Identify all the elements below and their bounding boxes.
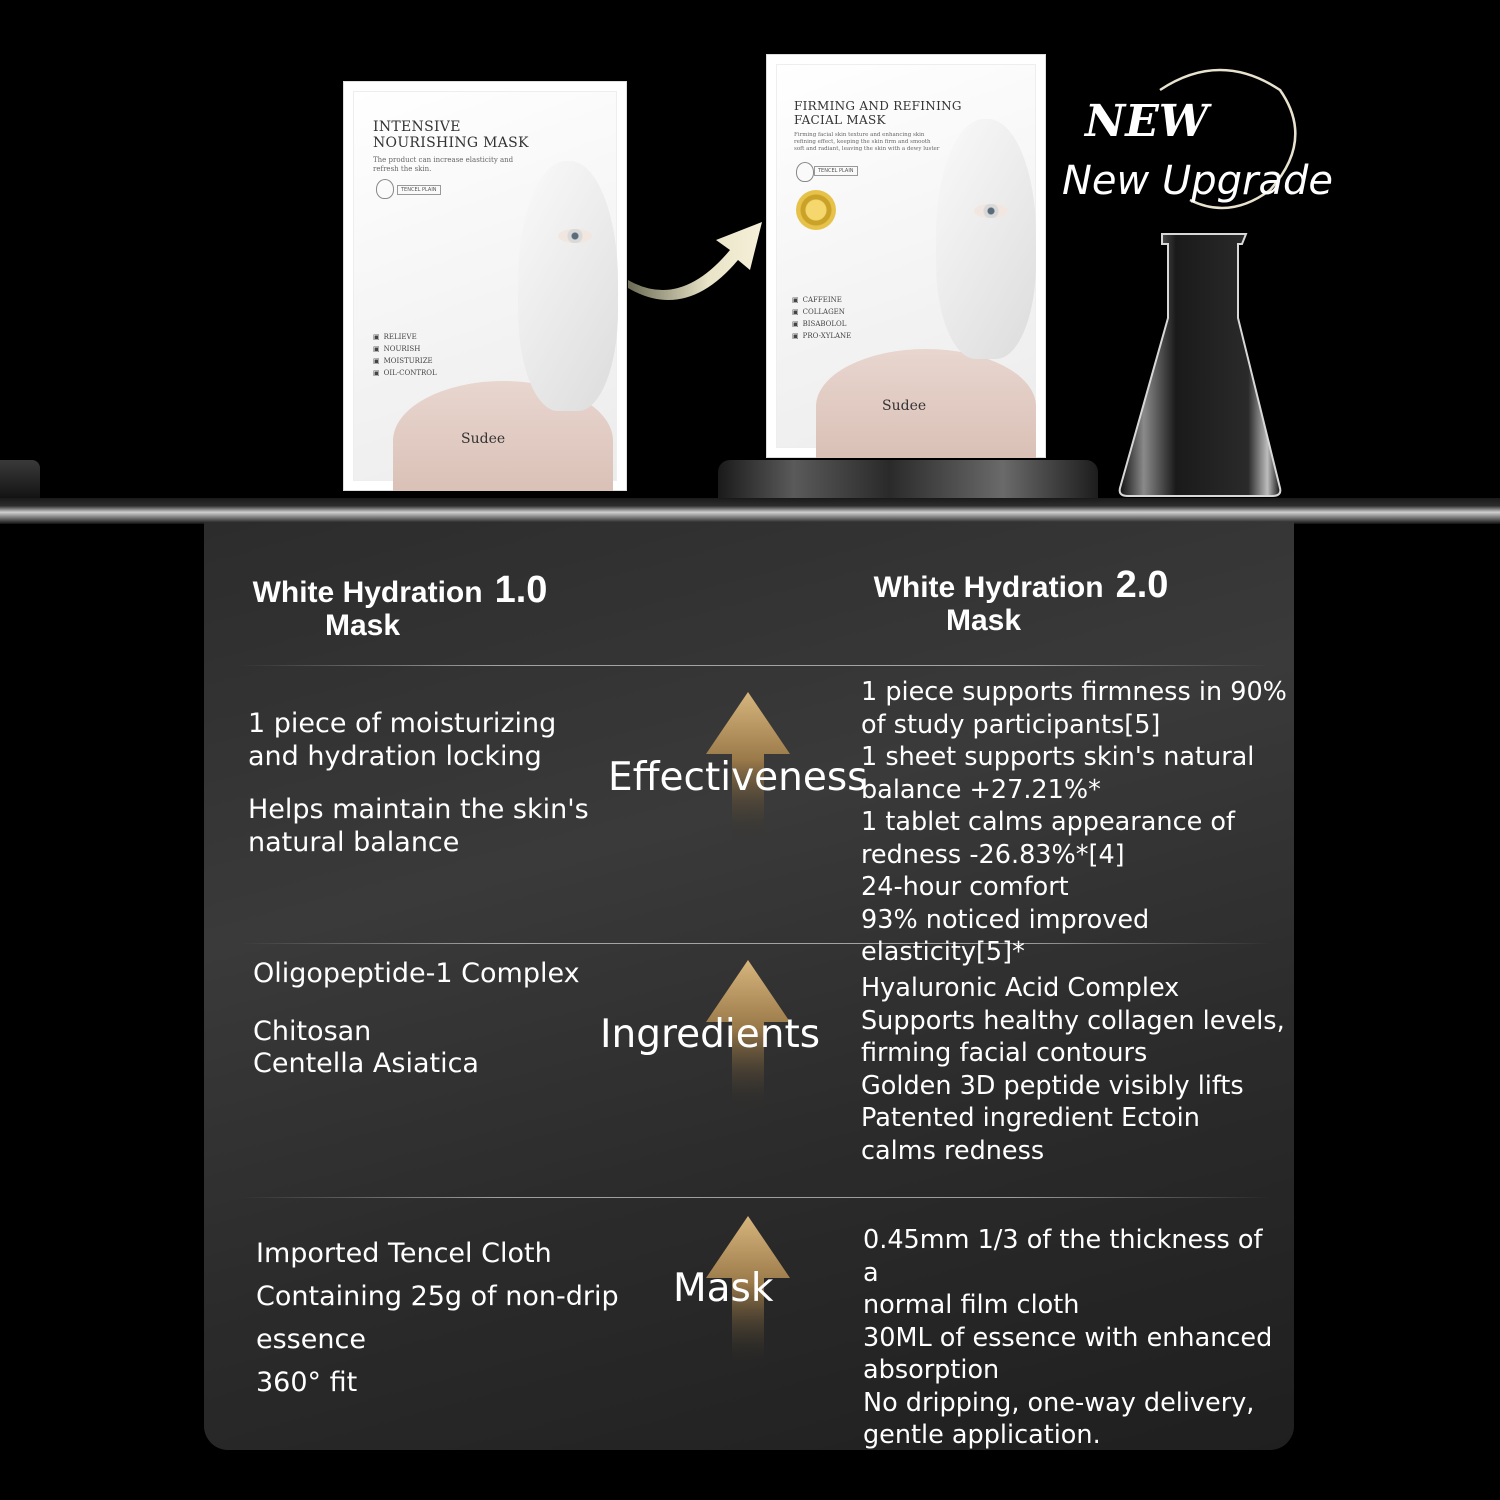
text-line: essence — [256, 1324, 366, 1355]
text-line: redness -26.83%*[4] — [861, 839, 1125, 870]
product-old-title-line2: NOURISHING MASK — [373, 135, 529, 152]
feature-item: MOISTURIZE — [373, 355, 437, 367]
category-mask: Mask — [673, 1266, 774, 1311]
version-2-number: 2.0 — [1115, 564, 1169, 606]
category-effectiveness: Effectiveness — [608, 755, 868, 800]
feature-item: COLLAGEN — [792, 306, 851, 318]
feature-item: BISABOLOL — [792, 318, 851, 330]
text-line: of study participants[5] — [861, 709, 1161, 740]
feature-item: PRO-XYLANE — [792, 330, 852, 342]
product-old-desc-line1: The product can increase elasticity and — [373, 156, 514, 164]
text-line: 1 piece of moisturizing — [248, 708, 557, 739]
feature-item: RELIEVE — [373, 331, 437, 343]
effectiveness-v2-text: 1 piece supports firmness in 90% of stud… — [861, 676, 1291, 969]
row-divider — [240, 665, 1270, 666]
text-line: Golden 3D peptide visibly lifts — [861, 1070, 1244, 1101]
product-new-title-line2: FACIAL MASK — [794, 112, 886, 127]
text-line: absorption — [863, 1355, 1000, 1385]
product-new-desc-line3: soft and radiant, leaving the skin with … — [794, 145, 940, 152]
product-old-tag: TENCEL PLAIN — [397, 185, 441, 195]
ingredients-v1-text: Oligopeptide-1 Complex Chitosan Centella… — [253, 958, 613, 1081]
text-line: 0.45mm 1/3 of the thickness of a — [863, 1225, 1263, 1288]
text-line: firming facial contours — [861, 1038, 1148, 1068]
mask-v1-text: Imported Tencel Cloth Containing 25g of … — [256, 1232, 666, 1404]
wrapped-head-image — [936, 119, 1036, 359]
ingredients-v2-text: Hyaluronic Acid Complex Supports healthy… — [861, 972, 1291, 1167]
version-1-number: 1.0 — [494, 569, 548, 611]
version-2-header: White Hydration 2.0 Mask — [856, 566, 1186, 637]
text-line: Hyaluronic Acid Complex — [861, 973, 1180, 1003]
gold-seal-icon — [796, 190, 836, 230]
face-outline-icon — [376, 179, 394, 199]
shelf-edge-left — [0, 460, 40, 500]
product-old-desc-line2: refresh the skin. — [373, 164, 432, 173]
glass-flask-icon — [1118, 233, 1282, 497]
text-line: Centella Asiatica — [253, 1048, 479, 1079]
wrapped-head-image — [518, 161, 618, 411]
text-line: No dripping, one-way delivery, — [863, 1387, 1255, 1418]
gold-up-arrow-icon — [706, 692, 790, 842]
product-new-brand: Sudee — [882, 398, 927, 414]
text-line: balance +27.21%* — [861, 774, 1101, 805]
version-1-name-line2: Mask — [324, 609, 401, 642]
text-line: Imported Tencel Cloth — [256, 1238, 552, 1269]
new-label: NEW — [1085, 96, 1209, 147]
text-line: and hydration locking — [248, 740, 542, 772]
product-old-feature-list: RELIEVE NOURISH MOISTURIZE OIL-CONTROL — [373, 331, 437, 379]
gold-up-arrow-icon — [706, 1216, 790, 1366]
version-2-name-line1: White Hydration — [873, 571, 1104, 604]
text-line: 1 piece supports firmness in 90% — [861, 677, 1287, 707]
product-new-desc-line1: Firming facial skin texture and enhancin… — [794, 132, 925, 138]
text-line: Helps maintain the skin's — [248, 794, 589, 825]
product-old-brand: Sudee — [461, 431, 506, 447]
text-line: calms redness — [861, 1135, 1045, 1166]
new-upgrade-label: New Upgrade — [1062, 158, 1333, 204]
product-new-desc-line2: refining effect, keeping the skin firm a… — [794, 138, 931, 145]
text-line: 30ML of essence with enhanced — [863, 1322, 1273, 1353]
product-old-title-line1: INTENSIVE — [373, 119, 461, 135]
display-shelf — [0, 498, 1500, 524]
text-line: normal film cloth — [863, 1290, 1080, 1320]
text-line: Chitosan — [253, 1015, 372, 1047]
mask-v2-text: 0.45mm 1/3 of the thickness of a normal … — [863, 1224, 1283, 1452]
feature-item: CAFFEINE — [792, 294, 851, 306]
text-line: natural balance — [248, 826, 460, 858]
row-divider — [240, 1197, 1270, 1198]
text-line: Oligopeptide-1 Complex — [253, 958, 580, 989]
text-line: 360° fit — [256, 1367, 358, 1398]
gold-up-arrow-icon — [706, 960, 790, 1110]
version-1-name-line1: White Hydration — [252, 576, 483, 609]
text-line: Supports healthy collagen levels, — [861, 1005, 1285, 1036]
text-line: 1 tablet calms appearance of — [861, 807, 1235, 837]
text-line: 24-hour comfort — [861, 872, 1069, 902]
effectiveness-v1-text: 1 piece of moisturizing and hydration lo… — [248, 708, 608, 859]
version-2-name-line2: Mask — [945, 604, 1022, 637]
upgrade-ring-icon — [1159, 68, 1297, 210]
product-new-title-line1: FIRMING AND REFINING — [794, 99, 962, 113]
text-line: Containing 25g of non-drip — [256, 1281, 619, 1312]
product-sachet-new: FIRMING AND REFINING FACIAL MASK Firming… — [766, 54, 1046, 458]
product-new-feature-list: CAFFEINE COLLAGEN BISABOLOL PRO-XYLANE — [792, 294, 852, 342]
feature-item: NOURISH — [373, 343, 437, 355]
text-line: 1 sheet supports skin's natural — [861, 742, 1255, 772]
product-new-tag: TENCEL PLAIN — [814, 166, 858, 176]
upgrade-curved-arrow-icon — [628, 222, 762, 301]
row-divider — [240, 943, 1270, 944]
feature-item: OIL-CONTROL — [373, 367, 437, 379]
version-1-header: White Hydration 1.0 Mask — [240, 571, 560, 642]
text-line: 93% noticed improved elasticity[5]* — [861, 904, 1150, 968]
category-ingredients: Ingredients — [600, 1012, 821, 1057]
text-line: Patented ingredient Ectoin — [861, 1103, 1200, 1133]
face-outline-icon — [796, 162, 814, 182]
display-pedestal — [718, 460, 1098, 500]
text-line: gentle application. — [863, 1420, 1101, 1450]
product-sachet-old: INTENSIVE NOURISHING MASK The product ca… — [343, 81, 627, 491]
